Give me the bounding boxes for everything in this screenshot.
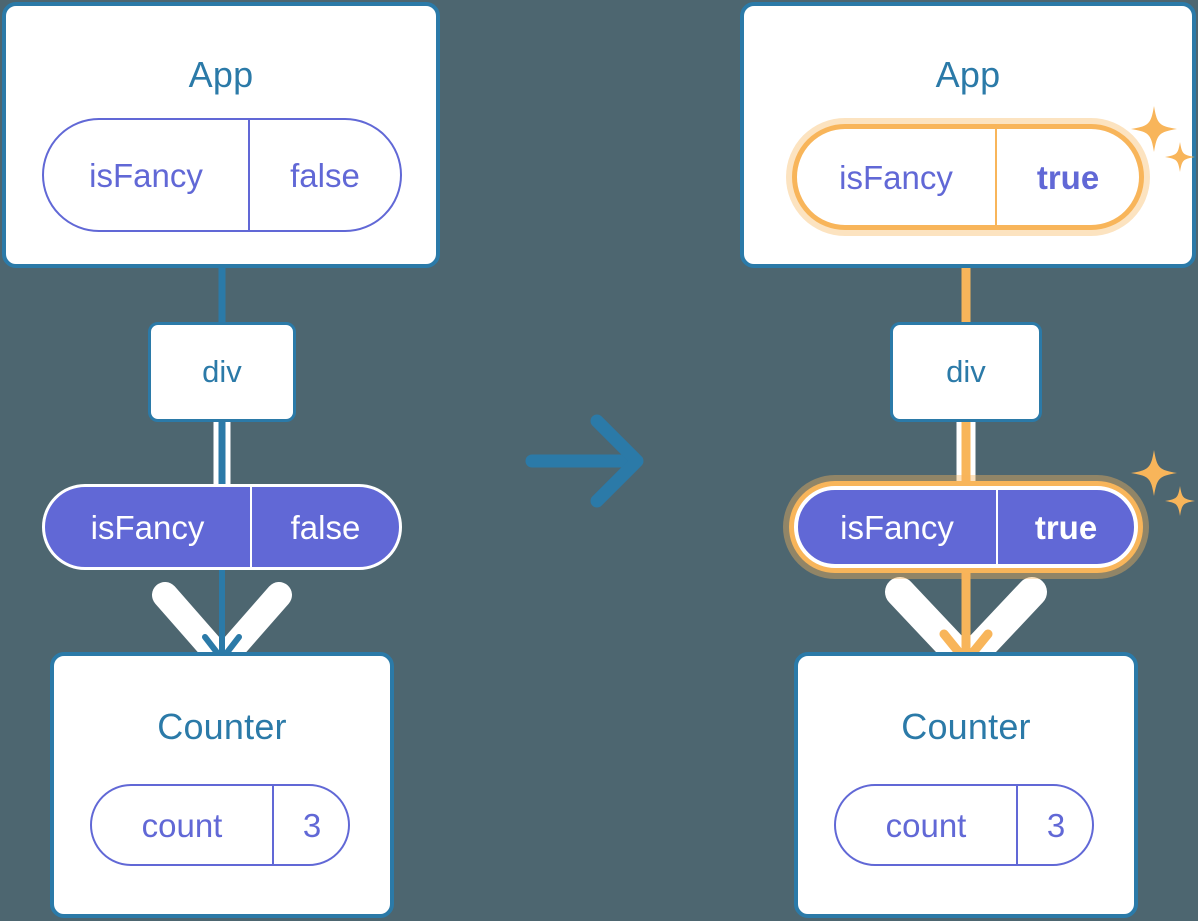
prop-pill-key-after: isFancy	[840, 508, 954, 546]
div-node-label-after: div	[946, 354, 986, 389]
app-state-pill-after[interactable]: isFancy true	[792, 124, 1144, 230]
arrow-right-icon	[525, 414, 644, 508]
prop-pill-key-before: isFancy	[90, 508, 205, 546]
prop-arrow-right	[939, 560, 993, 666]
app-state-pill-value-after: true	[995, 129, 1139, 225]
prop-pill-value-before: false	[250, 487, 399, 567]
app-state-pill-key-before: isFancy	[89, 156, 203, 194]
counter-state-pill-key-after: count	[885, 806, 967, 844]
counter-state-pill-before[interactable]: count 3	[90, 784, 350, 866]
prop-arrow-left	[202, 560, 242, 662]
counter-title-after: Counter	[901, 706, 1031, 747]
div-node-before: div	[148, 322, 296, 422]
counter-state-pill-value-after: 3	[1016, 786, 1092, 864]
div-node-label-before: div	[202, 354, 242, 389]
prop-pill-after[interactable]: isFancy true	[794, 486, 1138, 568]
div-node-after: div	[890, 322, 1042, 422]
app-state-pill-value-before: false	[248, 120, 400, 230]
app-title-after: App	[935, 54, 1001, 95]
prop-pill-value-after: true	[996, 490, 1134, 564]
app-state-pill-before[interactable]: isFancy false	[42, 118, 402, 232]
counter-title-before: Counter	[157, 706, 287, 747]
counter-state-pill-value-before: 3	[272, 786, 348, 864]
app-title-before: App	[188, 54, 254, 95]
counter-state-pill-key-before: count	[141, 806, 223, 844]
counter-state-pill-after[interactable]: count 3	[834, 784, 1094, 866]
prop-pill-before[interactable]: isFancy false	[42, 484, 402, 570]
app-state-pill-key-after: isFancy	[839, 158, 953, 196]
